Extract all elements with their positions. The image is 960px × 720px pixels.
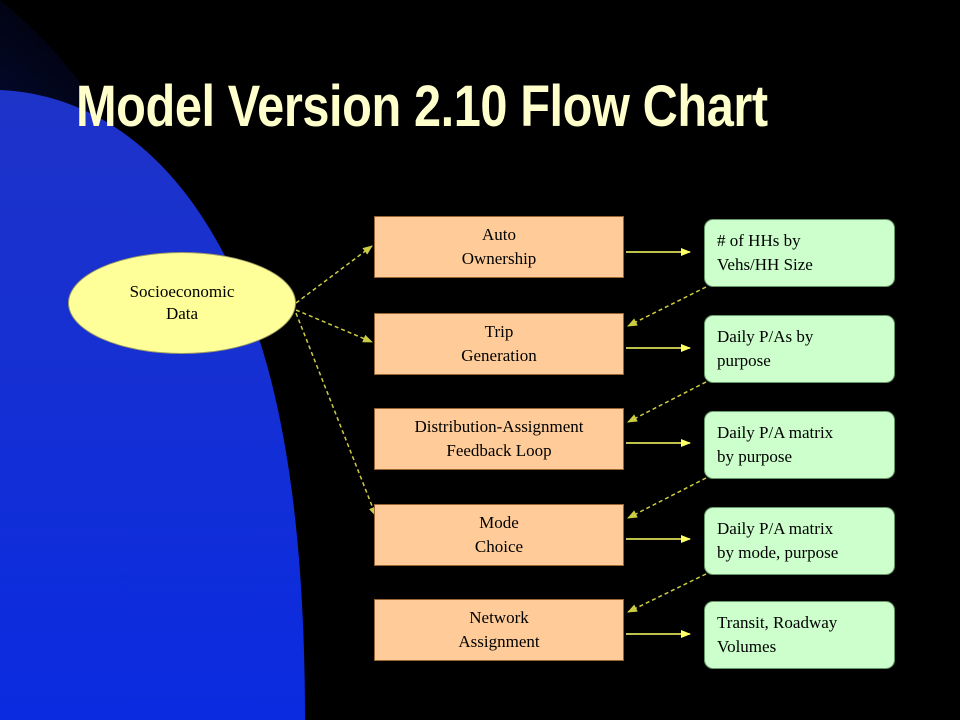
output-label-line2: purpose — [717, 351, 771, 370]
step-label-line2: Ownership — [461, 249, 537, 268]
output-label-line2: Vehs/HH Size — [717, 255, 813, 274]
output-daily-pas-by-purpose: Daily P/As by purpose — [704, 315, 895, 383]
step-label-line1: Trip — [484, 322, 514, 341]
output-label-line1: Daily P/A matrix — [717, 423, 834, 442]
output-label-line1: Daily P/As by — [717, 327, 814, 346]
output-label-line2: Volumes — [717, 637, 777, 656]
step-label-line1: Network — [469, 608, 529, 627]
source-label-line2: Data — [165, 304, 199, 323]
output-label-line1: Daily P/A matrix — [717, 519, 834, 538]
step-label-line1: Distribution-Assignment — [414, 417, 584, 436]
output-transit-roadway-volumes: Transit, Roadway Volumes — [704, 601, 895, 669]
step-label-line2: Assignment — [458, 632, 540, 651]
step-network-assignment: Network Assignment — [374, 599, 624, 661]
output-label-line1: # of HHs by — [717, 231, 801, 250]
page-title: Model Version 2.10 Flow Chart — [76, 74, 768, 139]
step-auto-ownership: Auto Ownership — [374, 216, 624, 278]
step-label-line1: Mode — [479, 513, 519, 532]
step-trip-generation: Trip Generation — [374, 313, 624, 375]
output-label-line1: Transit, Roadway — [717, 613, 838, 632]
step-mode-choice: Mode Choice — [374, 504, 624, 566]
output-daily-pa-matrix-by-purpose: Daily P/A matrix by purpose — [704, 411, 895, 479]
step-label-line2: Generation — [461, 346, 537, 365]
step-label-line2: Choice — [474, 537, 524, 556]
output-label-line2: by mode, purpose — [717, 543, 839, 562]
socioeconomic-data-ellipse: Socioeconomic Data — [68, 252, 296, 354]
step-label-line2: Feedback Loop — [446, 441, 552, 460]
output-hhs-by-vehs-hh-size: # of HHs by Vehs/HH Size — [704, 219, 895, 287]
source-label-line1: Socioeconomic — [129, 282, 235, 301]
blue-arc-shape — [0, 90, 305, 720]
output-label-line2: by purpose — [717, 447, 793, 466]
step-distribution-assignment-feedback-loop: Distribution-Assignment Feedback Loop — [374, 408, 624, 470]
step-label-line1: Auto — [482, 225, 516, 244]
output-daily-pa-matrix-by-mode-purpose: Daily P/A matrix by mode, purpose — [704, 507, 895, 575]
